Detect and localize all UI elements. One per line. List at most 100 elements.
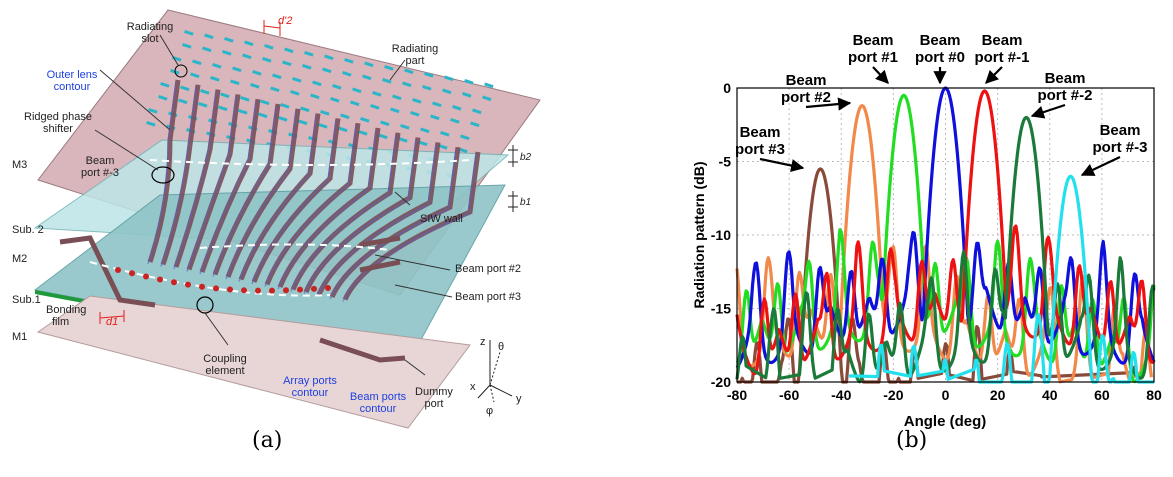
slot-highlight-circle	[174, 64, 188, 78]
radiating-slot	[318, 123, 328, 129]
label-sub1: Sub.1	[12, 294, 41, 306]
phase-shifter-ridge	[173, 91, 217, 270]
radiating-slot	[160, 81, 170, 88]
radiating-slot	[458, 147, 468, 154]
radiating-slot	[324, 54, 334, 61]
x-tick-label: -80	[727, 387, 747, 403]
radiating-slot	[380, 120, 390, 127]
x-tick-label: -60	[779, 387, 799, 403]
phase-shifter-ridge	[264, 125, 357, 287]
beam-port-feed-3	[359, 259, 401, 273]
coupling-dot	[199, 283, 205, 290]
radiating-slot	[432, 101, 442, 108]
beam-ports-contour	[199, 243, 391, 251]
phase-shifter-ridge	[160, 86, 197, 267]
radiating-slot	[244, 40, 254, 47]
outer-lens-contour	[149, 159, 471, 166]
radiating-slot	[450, 118, 460, 124]
label-beam-port-3: Beam port #3	[455, 291, 521, 303]
radiating-slot	[460, 134, 470, 141]
coupling-dot	[255, 287, 261, 294]
y-tick-label: -20	[711, 374, 731, 390]
radiating-slot	[440, 131, 450, 137]
radiating-slot	[322, 67, 332, 74]
radiating-slot	[182, 43, 192, 49]
radiating-slot	[290, 89, 300, 96]
beam-port-feed-left	[59, 235, 156, 308]
radiating-slot	[200, 88, 210, 95]
x-tick-label: 20	[990, 387, 1006, 403]
radiating-slot	[344, 58, 354, 64]
phase-shifter-ridge	[303, 139, 417, 295]
annotation-arrow	[1080, 156, 1121, 176]
phase-shifter-strip	[147, 79, 181, 263]
x-axis-label: Angle (deg)	[904, 413, 987, 430]
caption-a: (a)	[252, 428, 283, 453]
annotation-arrow	[872, 66, 889, 84]
radiating-slot	[418, 140, 428, 147]
radiating-slot	[250, 83, 260, 89]
phase-shifter-ridge	[186, 96, 237, 272]
radiating-slot	[372, 91, 382, 97]
m1-bottom-layer	[36, 295, 471, 429]
x-tick-label: 0	[942, 387, 950, 403]
axis-z-label: z	[480, 336, 486, 348]
beam-port-feed-2	[359, 235, 401, 248]
caption-b: (b)	[896, 428, 928, 453]
phase-shifter-ridge	[147, 81, 177, 265]
phase-shifter-ridge	[342, 153, 477, 302]
coupling-dot	[129, 270, 135, 277]
label-sub2: Sub. 2	[12, 224, 44, 236]
coupling-dot	[241, 287, 247, 294]
annotation-arrow	[985, 66, 1003, 84]
radiating-slot	[342, 71, 352, 77]
radiating-slot	[210, 75, 220, 82]
radiating-slot	[264, 44, 274, 50]
radiating-slot	[310, 93, 320, 100]
phase-shifter-ridge	[238, 115, 317, 282]
radiating-slot	[284, 47, 294, 54]
label-m2: M2	[12, 253, 27, 265]
phase-shifter-strip	[160, 84, 201, 266]
y-tick-label: -15	[711, 301, 731, 317]
radiating-slot	[402, 81, 412, 88]
series-line	[735, 115, 1156, 384]
radiating-slot	[212, 63, 222, 69]
radiating-slot	[180, 85, 190, 92]
phase-shifter-ridge	[199, 101, 257, 275]
coupling-dot	[185, 281, 191, 288]
radiating-slot	[292, 76, 302, 83]
radiating-slot	[364, 61, 374, 68]
dummy-port-feed	[319, 337, 406, 363]
coupling-dot	[171, 279, 177, 286]
radiating-slot	[204, 33, 214, 40]
radiating-slot	[282, 60, 292, 67]
radiating-slot	[398, 137, 408, 143]
radiating-slot	[240, 96, 250, 102]
label-m3: M3	[12, 159, 27, 171]
phase-shifter-ridge	[225, 110, 297, 280]
coupling-dot	[297, 286, 303, 293]
radiating-slot	[370, 103, 380, 110]
radiating-slot	[472, 108, 482, 115]
radiating-slot	[198, 101, 208, 108]
radiating-slot	[242, 53, 252, 60]
phase-shifter-strip	[186, 94, 241, 271]
radiating-slot	[484, 82, 494, 89]
radiating-slot	[330, 97, 340, 103]
phase-shifter-strip	[173, 89, 221, 268]
label-beam-port-2: Beam port #2	[455, 263, 521, 275]
radiating-slot	[390, 107, 400, 114]
